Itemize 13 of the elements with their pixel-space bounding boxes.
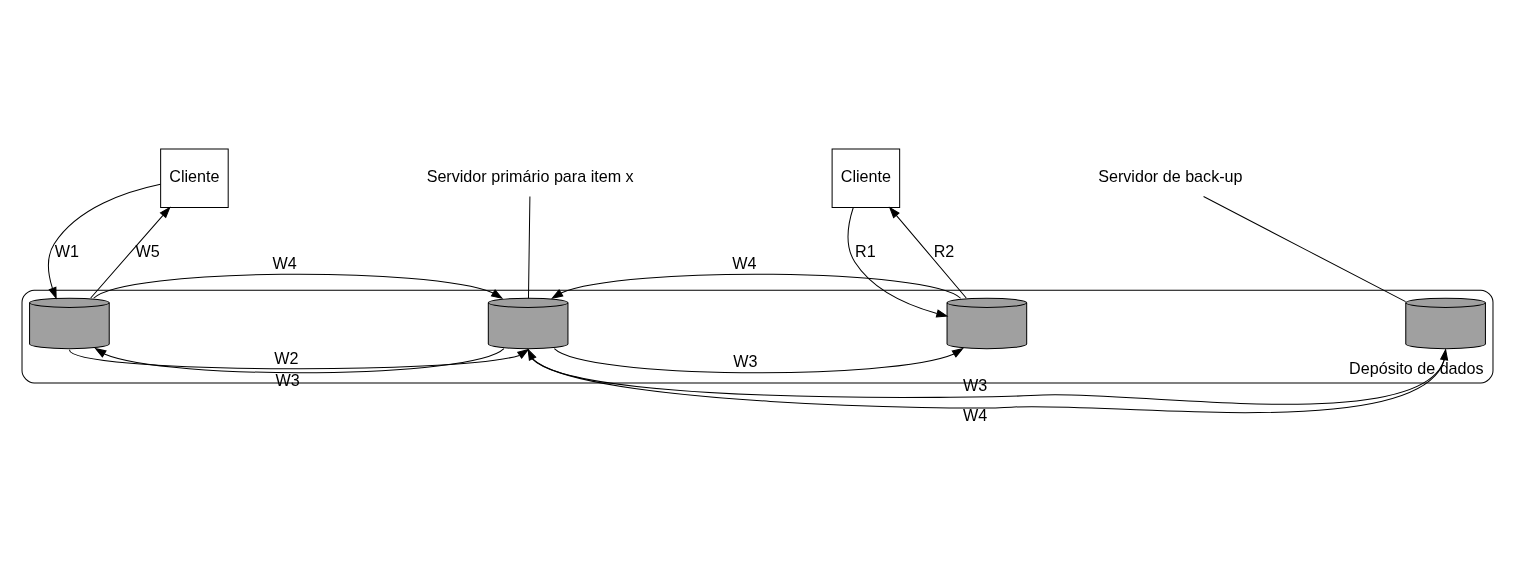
edge-label: W1 xyxy=(54,241,79,260)
edge-label: W5 xyxy=(135,241,160,260)
node-text: Servidor primário para item x xyxy=(426,166,634,185)
edge-label: W3 xyxy=(733,351,758,370)
node-text: Servidor de back-up xyxy=(1098,166,1243,185)
edge-label: W3 xyxy=(963,375,988,394)
edge-label: W2 xyxy=(274,348,299,367)
edge-label: R1 xyxy=(855,241,876,260)
edge-label: W3 xyxy=(275,370,300,389)
edge-label: W4 xyxy=(272,253,297,272)
edge-label: W4 xyxy=(963,405,988,424)
edge-label: R2 xyxy=(933,241,955,260)
edge-label: W4 xyxy=(732,253,757,272)
